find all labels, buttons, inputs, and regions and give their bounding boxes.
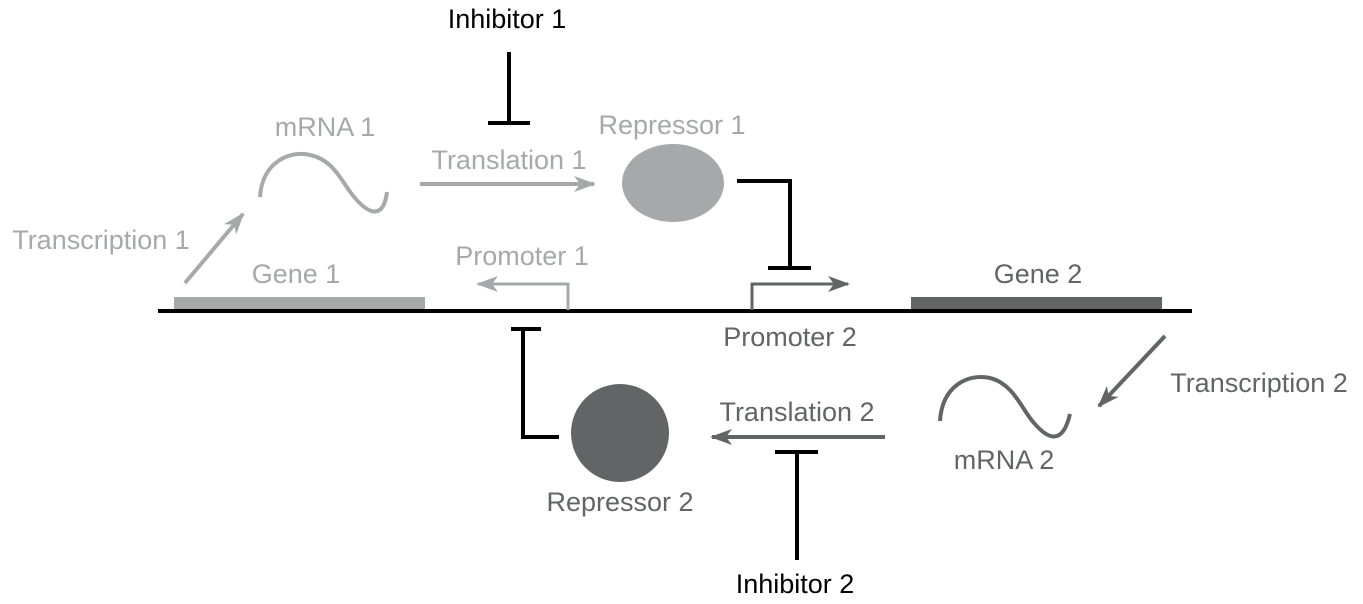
gene-1-block — [174, 297, 425, 309]
gene-2-block — [911, 297, 1162, 309]
repressor-2-shape — [571, 384, 669, 482]
repressor-2-inhibition-line — [521, 329, 559, 439]
transcription-2-label: Transcription 2 — [1170, 368, 1348, 398]
repressor-1-shape — [622, 144, 724, 222]
transcription-2-arrow — [1097, 334, 1167, 408]
inhibitor-2-label: Inhibitor 2 — [736, 569, 855, 599]
gene-1-label: Gene 1 — [252, 259, 341, 289]
repressor-1-label: Repressor 1 — [598, 110, 745, 140]
promoter-2-arrow — [750, 276, 850, 310]
repressor-1-inhibition-line — [737, 179, 792, 268]
promoter-1-label: Promoter 1 — [455, 241, 589, 271]
gene-2-label: Gene 2 — [994, 259, 1083, 289]
transcription-1-arrow — [183, 212, 245, 285]
promoter-2-label: Promoter 2 — [723, 322, 857, 352]
mrna-2-wave — [938, 375, 1072, 439]
promoter-1-arrow — [476, 276, 570, 310]
mrna-1-wave — [258, 152, 389, 214]
translation-1-label: Translation 1 — [431, 145, 586, 175]
transcription-1-label: Transcription 1 — [12, 225, 190, 255]
mrna-2-label: mRNA 2 — [954, 445, 1055, 475]
repressor-2-label: Repressor 2 — [546, 487, 693, 517]
translation-2-label: Translation 2 — [719, 397, 874, 427]
inhibitor-1-label: Inhibitor 1 — [448, 4, 567, 34]
mrna-1-label: mRNA 1 — [275, 112, 376, 142]
